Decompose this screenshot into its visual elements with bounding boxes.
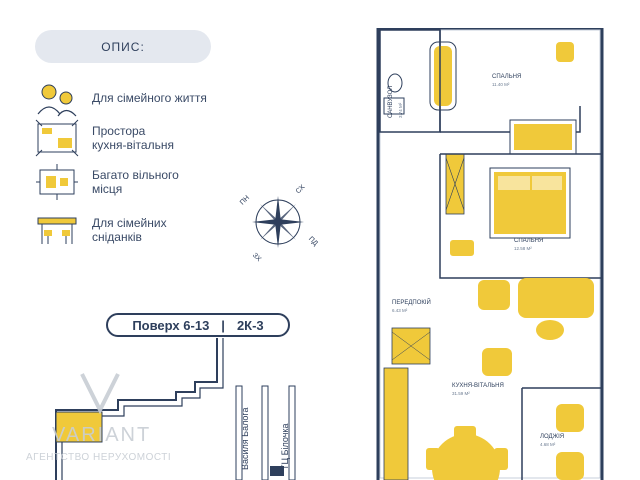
free-space-icon [36, 164, 78, 200]
room-bedroom1-name: СПАЛЬНЯ [492, 74, 522, 80]
watermark-brand: VARIANT [52, 424, 152, 446]
compass-s: ПД [306, 235, 319, 248]
breakfast-table-icon [37, 217, 77, 244]
feature-kitchen-label: Простора кухня-вітальня [92, 124, 174, 152]
floor-plan [376, 28, 604, 480]
room-loggia-name: ЛОДЖІЯ [540, 434, 565, 440]
room-hallway-area: 6.43 М² [392, 308, 408, 313]
room-loggia-area: 4.68 М² [540, 442, 556, 447]
room-bedroom2-area: 12.58 М² [514, 246, 532, 251]
kitchen-living-icon [35, 119, 79, 157]
legend-title: ОПИС: [35, 30, 211, 63]
watermark-tagline: АГЕНТСТВО НЕРУХОМОСТІ [26, 452, 172, 463]
feature-kitchen: Простора кухня-вітальня [34, 118, 174, 158]
feature-space-label: Багато вільного місця [92, 168, 179, 196]
family-icon [37, 84, 77, 117]
street-name-1: Василя Балога [240, 407, 250, 470]
street-name-2: ТЦ Білочка [280, 423, 290, 470]
room-hallway-name: ПЕРЕДПОКІЙ [392, 300, 431, 306]
floor-info-bar: Поверх 6-13 | 2К-3 [106, 313, 290, 337]
feature-space: Багато вільного місця [34, 162, 179, 202]
feature-breakfast: Для сімейних сніданків [34, 210, 167, 250]
room-bedroom2-name: СПАЛЬНЯ [514, 238, 544, 244]
room-bathroom-name: САНВУЗОЛ [388, 85, 394, 118]
room-bedroom1-area: 11.40 М² [492, 82, 510, 87]
floor-separator: | [221, 317, 225, 333]
room-kitchen-name: КУХНЯ-ВІТАЛЬНЯ [452, 383, 504, 389]
room-kitchen-area: 31.59 М² [452, 391, 470, 396]
brand-logo-icon [80, 373, 120, 414]
site-plan [55, 338, 296, 480]
compass-rose-icon [252, 196, 304, 248]
feature-breakfast-label: Для сімейних сніданків [92, 216, 167, 244]
feature-family: Для сімейного життя [34, 78, 207, 118]
compass-w: ЗХ [250, 251, 263, 264]
floor-range: Поверх 6-13 [132, 317, 210, 333]
room-bathroom-area: 3.74 М² [398, 102, 403, 118]
apartment-type: 2К-3 [236, 317, 264, 333]
feature-family-label: Для сімейного життя [92, 91, 207, 105]
